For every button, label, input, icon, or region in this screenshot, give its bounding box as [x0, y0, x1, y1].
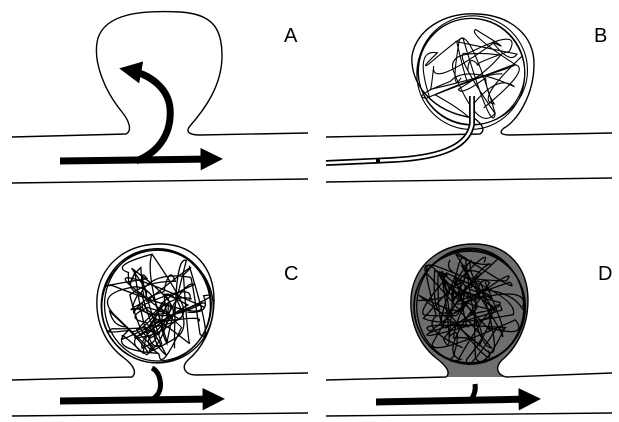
occluded-inflow-stub: [467, 383, 478, 403]
coil-strand: [413, 249, 526, 365]
panel-label-c: C: [284, 263, 298, 285]
coil-strand: [418, 264, 525, 354]
panel-c: C: [11, 243, 309, 417]
coil-mass: [413, 247, 527, 365]
coil-strand: [124, 254, 212, 361]
coil-strand: [129, 266, 201, 345]
flow-arrow: [375, 388, 541, 411]
vessel-bottom-wall: [325, 177, 613, 183]
coil-strand: [100, 248, 212, 364]
coil-strand: [108, 259, 188, 356]
panel-d: D: [325, 243, 613, 417]
coil-strand: [451, 37, 523, 119]
flow-arrow: [59, 387, 225, 411]
panel-label-d: D: [598, 263, 612, 285]
inflow-jet-arrow: [119, 61, 174, 165]
microcatheter: [325, 96, 475, 166]
vessel-top-wall: [11, 10, 309, 138]
residual-inflow-arrow: [147, 365, 163, 404]
vessel-bottom-wall: [325, 412, 613, 417]
coil-strand: [422, 256, 515, 362]
coil-strand: [106, 286, 185, 355]
vessel-top-wall: [11, 243, 309, 381]
coil-strand: [129, 266, 192, 352]
coil-mass: [100, 247, 214, 364]
microcatheter-lumen: [325, 96, 474, 165]
coil-strand: [429, 28, 518, 91]
panel-label-b: B: [594, 25, 607, 47]
aneurysm-sac-thrombosed: [410, 244, 528, 377]
vessel-bottom-wall: [11, 178, 309, 184]
coil-strand: [426, 259, 510, 363]
coil-strand: [417, 253, 520, 358]
panel-b: B: [325, 13, 613, 183]
catheter-marker: [376, 158, 380, 163]
panel-a: A: [11, 10, 309, 184]
panel-label-a: A: [284, 25, 298, 47]
vessel-bottom-wall: [11, 412, 309, 417]
coil-strand: [130, 265, 207, 337]
vessel-top-wall: [325, 243, 613, 381]
